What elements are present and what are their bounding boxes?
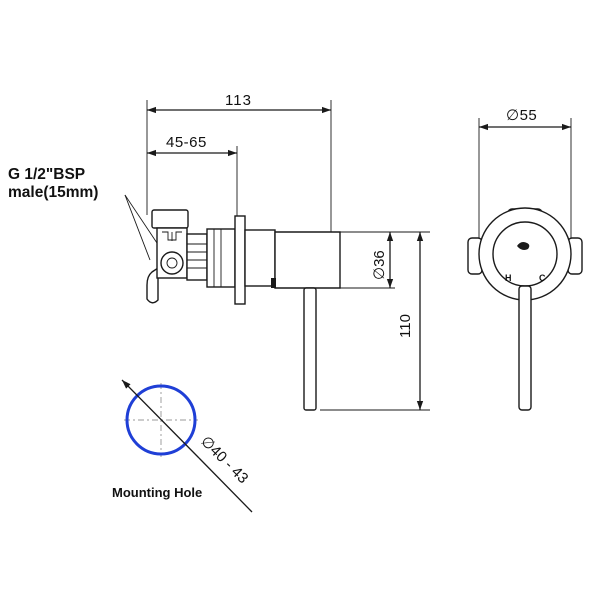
cold-mark: C	[539, 273, 546, 283]
mounting-hole-label: Mounting Hole	[112, 485, 202, 500]
dim-text-45-65: 45-65	[166, 134, 207, 151]
mounting-hole-view: ∅40 - 43 Mounting Hole	[112, 379, 253, 513]
dim-text-36: ∅36	[371, 250, 388, 280]
lever-side	[303, 287, 317, 411]
handle-circle	[492, 221, 558, 287]
handle-body	[274, 231, 341, 289]
thread-label-line2: male(15mm)	[8, 184, 98, 201]
side-view: 113 45-65 ∅36 110 G 1/2"BSP male(15mm)	[8, 92, 430, 411]
threaded-spindle	[186, 228, 236, 288]
mounting-hole-circle	[125, 384, 197, 456]
hot-mark: H	[505, 273, 512, 283]
plate-sleeve	[244, 229, 276, 287]
dim-line-hole	[121, 379, 200, 459]
dim-text-113: 113	[225, 92, 252, 109]
wall-plate	[234, 215, 246, 305]
dim-text-hole: ∅40 - 43	[197, 433, 251, 487]
front-view: ∅55 H C	[467, 107, 583, 411]
thread-label-line1: G 1/2"BSP	[8, 166, 85, 183]
inlet-fitting	[146, 209, 189, 304]
dim-text-110: 110	[397, 314, 414, 338]
dim-text-55: ∅55	[506, 107, 537, 124]
lever-front	[518, 285, 532, 411]
